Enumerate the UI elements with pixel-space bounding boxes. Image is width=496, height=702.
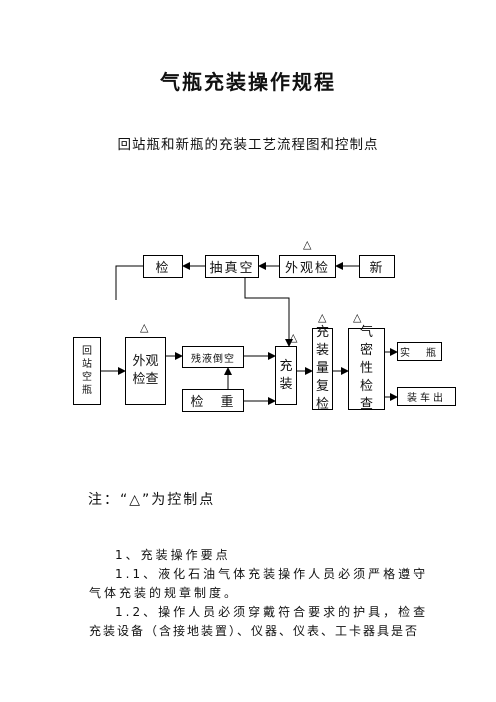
- flow-box-visual-check-new: 外观检: [279, 255, 336, 278]
- flow-box-leak-test: 气密性检查: [348, 325, 385, 412]
- flow-box-fill-recheck-label: 充装量复检: [315, 325, 329, 412]
- control-point-note: 注：“△”为控制点: [88, 492, 216, 508]
- flow-box-vacuum: 抽真空: [205, 255, 259, 278]
- section-heading: 1、充装操作要点: [115, 548, 231, 562]
- flow-box-new: 新: [359, 255, 395, 278]
- flow-box-returned-empty: 回站空瓶: [73, 337, 101, 405]
- flow-box-returned-empty-label: 回站空瓶: [82, 346, 92, 396]
- control-point-mark: △: [318, 311, 327, 324]
- document-subtitle: 回站瓶和新瓶的充装工艺流程图和控制点: [117, 137, 379, 153]
- control-point-mark: △: [140, 321, 149, 334]
- paragraph-line: 充装设备（含接地装置）、仪器、仪表、工卡器具是否: [89, 624, 420, 638]
- flow-box-vacuum-label: 抽真空: [209, 261, 255, 276]
- paragraph-line: 1.1、液化石油气体充装操作人员必须严格遵守: [115, 567, 429, 581]
- flow-box-fill-recheck: 充装量复检: [312, 325, 333, 412]
- control-point-mark: △: [303, 238, 312, 251]
- flow-box-filling: 充装: [275, 346, 297, 405]
- paragraph-line: 气体充装的规章制度。: [89, 586, 240, 600]
- paragraph-line: 1.2、操作人员必须穿戴符合要求的护具，检查: [115, 605, 429, 619]
- control-point-mark: △: [353, 311, 362, 324]
- flow-box-weight-check-label: 检 重: [190, 395, 236, 410]
- flow-box-full-cylinder-label: 实 瓶: [400, 348, 439, 359]
- flow-box-residual-empty: 残液倒空: [182, 346, 244, 368]
- control-point-mark: △: [289, 331, 298, 344]
- flow-box-visual-check-new-label: 外观检: [284, 261, 330, 276]
- flow-box-jian-label: 检: [155, 261, 171, 276]
- document-title: 气瓶充装操作规程: [160, 70, 336, 94]
- flow-box-weight-check: 检 重: [182, 389, 244, 412]
- flow-box-load-out: 装车出: [397, 387, 456, 406]
- flow-box-full-cylinder: 实 瓶: [397, 342, 442, 361]
- flow-box-new-label: 新: [369, 261, 385, 276]
- flow-box-jian: 检: [143, 255, 183, 278]
- flow-box-leak-test-label: 气密性检查: [359, 325, 373, 412]
- flow-box-filling-label: 充装: [279, 358, 293, 392]
- flow-box-visual-inspection: 外观检查: [125, 337, 166, 405]
- flow-box-visual-inspection-label: 外观检查: [132, 354, 159, 387]
- flow-box-load-out-label: 装车出: [407, 393, 446, 404]
- flow-box-residual-empty-label: 残液倒空: [191, 353, 235, 365]
